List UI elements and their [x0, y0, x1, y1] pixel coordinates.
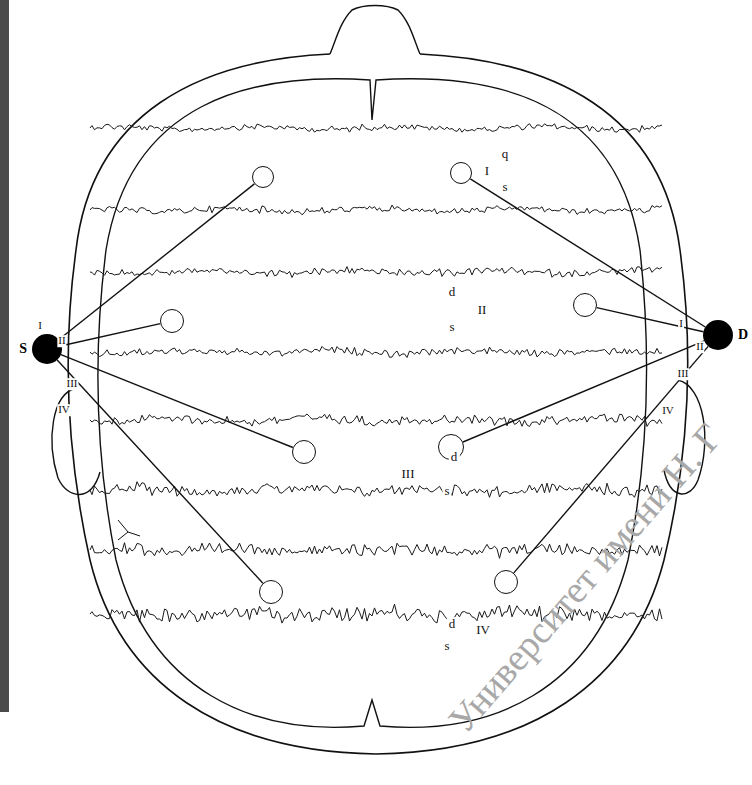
trace-label: q — [500, 147, 511, 161]
electrode-lead — [57, 360, 263, 583]
eeg-traces — [90, 124, 662, 623]
skull-outline — [68, 54, 688, 754]
trace-label: d — [449, 450, 460, 464]
nose-outline — [330, 6, 420, 55]
vessel-mark — [118, 520, 140, 540]
electrode — [259, 580, 283, 604]
trace-label: s — [442, 484, 451, 498]
electrode-lead — [597, 308, 704, 332]
trace-label: d — [447, 617, 458, 631]
left-ear — [52, 388, 100, 495]
trace-label: d — [447, 285, 458, 299]
pole-label: D — [738, 327, 748, 343]
eeg-trace — [90, 414, 662, 427]
lead-number: I — [678, 318, 684, 330]
electrode-pole: D — [703, 320, 733, 350]
pole-label: S — [19, 341, 27, 357]
electrode-lead — [470, 179, 705, 327]
electrode-lead — [463, 341, 704, 442]
trace-label: II — [476, 303, 489, 317]
lead-number: II — [57, 335, 66, 347]
eeg-trace — [90, 346, 662, 357]
lead-number: I — [37, 320, 43, 332]
lead-number: IV — [57, 404, 71, 416]
electrode — [573, 293, 597, 317]
lead-number: III — [66, 378, 79, 390]
lead-number: II — [695, 341, 704, 353]
lead-number: III — [677, 368, 690, 380]
trace-label: s — [500, 180, 509, 194]
trace-label: s — [447, 320, 456, 334]
watermark: Университет имени Н. Г — [439, 415, 731, 742]
eeg-trace — [90, 205, 662, 215]
electrode — [494, 570, 518, 594]
electrode — [252, 166, 274, 188]
eeg-trace — [90, 124, 662, 133]
lead-number: IV — [661, 405, 675, 417]
electrode — [160, 309, 184, 333]
trace-label: III — [400, 467, 417, 481]
trace-label: I — [483, 164, 491, 178]
trace-label: s — [442, 639, 451, 653]
trace-label: IV — [474, 623, 492, 637]
electrode — [292, 440, 316, 464]
electrode — [450, 162, 472, 184]
electrode-lead — [59, 184, 255, 340]
electrode-lead — [62, 324, 161, 346]
eeg-trace — [90, 267, 662, 278]
edge-strip — [0, 0, 9, 712]
